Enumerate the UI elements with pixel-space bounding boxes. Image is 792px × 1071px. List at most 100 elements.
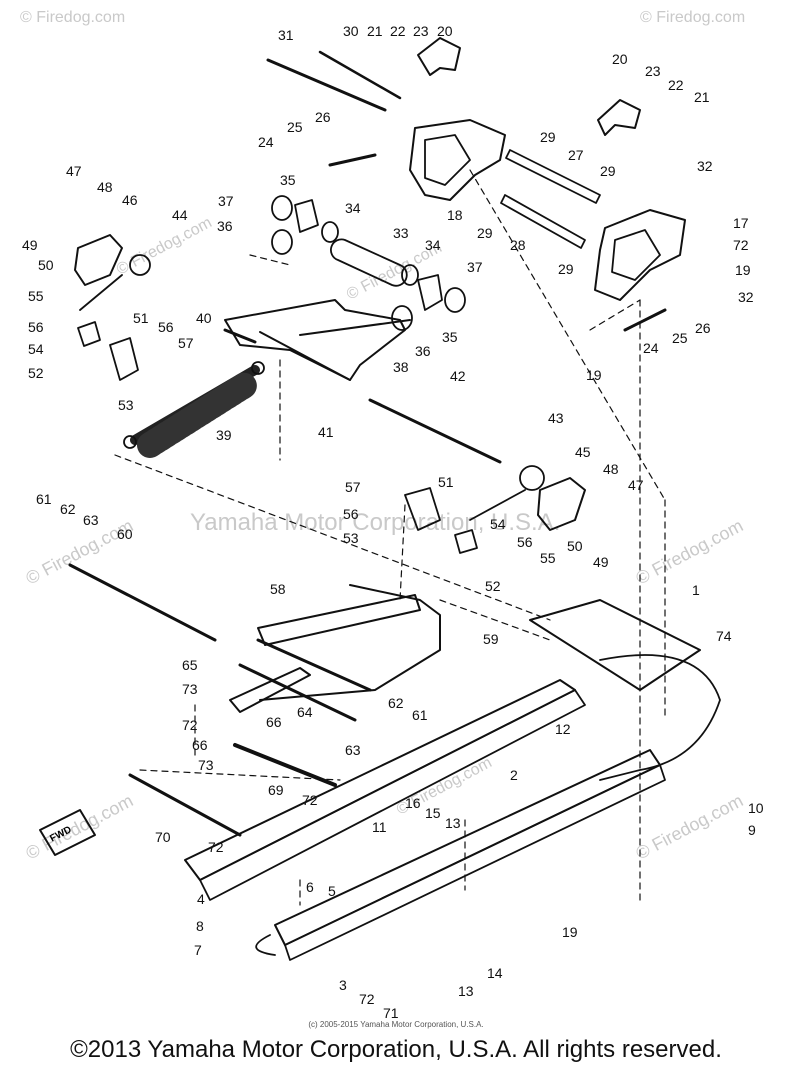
callout-68: 69 xyxy=(268,782,284,798)
callout-61-left: 61 xyxy=(36,491,52,507)
callout-41: 41 xyxy=(318,424,334,440)
skid-plate-1 xyxy=(529,599,701,691)
callout-51-left: 51 xyxy=(133,310,149,326)
callout-57-left: 57 xyxy=(178,335,194,351)
callout-21: 21 xyxy=(367,23,383,39)
copyright-notice: ©2013 Yamaha Motor Corporation, U.S.A. A… xyxy=(70,1036,722,1063)
callout-56-right2: 56 xyxy=(517,534,533,550)
watermark-bottom-right: © Firedog.com xyxy=(632,790,746,863)
fwd-arrow xyxy=(39,809,96,856)
callout-70-d: 72 xyxy=(359,991,375,1007)
block-54-right xyxy=(454,529,478,554)
arm-64 xyxy=(229,667,311,713)
callout-4: 4 xyxy=(197,891,205,907)
callout-28: 28 xyxy=(510,237,526,253)
bracket-17 xyxy=(594,209,686,301)
callout-19-bottom: 19 xyxy=(562,924,578,940)
callout-54-right: 54 xyxy=(490,516,506,532)
callout-50-right: 50 xyxy=(567,538,583,554)
callout-66-a: 66 xyxy=(266,714,282,730)
callout-42: 42 xyxy=(450,368,466,384)
callout-5: 5 xyxy=(328,883,336,899)
callout-23-right: 23 xyxy=(645,63,661,79)
callout-3: 3 xyxy=(339,977,347,993)
bushing-35b xyxy=(417,274,443,311)
callout-62-left: 62 xyxy=(60,501,76,517)
callout-56-mid: 56 xyxy=(158,319,174,335)
callout-37-b: 37 xyxy=(467,259,483,275)
callout-34-a: 34 xyxy=(345,200,361,216)
callout-58: 58 xyxy=(270,581,286,597)
callout-70-b: 72 xyxy=(302,792,318,808)
plate-46 xyxy=(74,234,123,286)
bracket-20-right xyxy=(597,99,641,136)
callout-69: 70 xyxy=(155,829,171,845)
callout-52-left: 52 xyxy=(28,365,44,381)
bracket-51-left xyxy=(109,337,139,381)
callout-32-right: 32 xyxy=(738,289,754,305)
callout-34-b: 34 xyxy=(425,237,441,253)
bushing-35a xyxy=(294,199,319,233)
callout-53-right: 53 xyxy=(343,530,359,546)
callout-50-left: 50 xyxy=(38,257,54,273)
plate-45 xyxy=(537,477,586,531)
exploded-parts-diagram: © Firedog.com © Firedog.com © Firedog.co… xyxy=(20,9,764,1021)
callout-36-a: 36 xyxy=(217,218,233,234)
callout-45: 45 xyxy=(575,444,591,460)
callout-25-top: 25 xyxy=(287,119,303,135)
callout-70-c: 72 xyxy=(208,839,224,855)
callout-36-b: 36 xyxy=(415,343,431,359)
callouts: 31 30 21 22 23 20 26 25 24 29 27 29 20 2… xyxy=(22,23,764,1021)
callout-26-top: 26 xyxy=(315,109,331,125)
callout-55-left: 55 xyxy=(28,288,44,304)
rod-31 xyxy=(266,58,387,112)
callout-56-right: 56 xyxy=(343,506,359,522)
callout-19-right: 19 xyxy=(735,262,751,278)
rod-69 xyxy=(128,773,242,837)
callout-44: 44 xyxy=(172,207,188,223)
callout-11: 11 xyxy=(372,819,387,835)
callout-32-top: 32 xyxy=(697,158,713,174)
callout-22-right: 22 xyxy=(668,77,684,93)
bushing-37b xyxy=(444,287,466,313)
callout-23: 23 xyxy=(413,23,429,39)
callout-52-right: 52 xyxy=(485,578,501,594)
callout-60: 60 xyxy=(117,526,133,542)
fine-print: (c) 2005-2015 Yamaha Motor Corporation, … xyxy=(308,1020,484,1029)
callout-30: 30 xyxy=(343,23,359,39)
callout-20-right: 20 xyxy=(612,51,628,67)
callout-31: 31 xyxy=(278,27,294,43)
callout-22: 22 xyxy=(390,23,406,39)
washer-34b xyxy=(401,264,419,286)
callout-27: 27 xyxy=(568,147,584,163)
callout-57-right: 57 xyxy=(345,479,361,495)
callout-47-right: 47 xyxy=(628,477,644,493)
callout-47-left: 47 xyxy=(66,163,82,179)
watermark-top-right: © Firedog.com xyxy=(640,9,745,26)
bolt-24-top xyxy=(328,153,377,167)
callout-13-bottom: 13 xyxy=(458,983,474,999)
callout-19-mid: 19 xyxy=(586,367,602,383)
callout-72: 72 xyxy=(733,237,749,253)
watermark-top-left: © Firedog.com xyxy=(20,9,125,26)
callout-59: 59 xyxy=(483,631,499,647)
callout-21-right: 21 xyxy=(694,89,710,105)
callout-73-a: 73 xyxy=(182,681,198,697)
bushing-37a xyxy=(271,195,293,221)
callout-2: 2 xyxy=(510,767,518,783)
spring-44 xyxy=(79,254,151,311)
callout-74: 74 xyxy=(716,628,732,644)
pin-40 xyxy=(223,328,257,344)
callout-26-right: 26 xyxy=(695,320,711,336)
callout-51-right: 51 xyxy=(438,474,454,490)
callout-10: 10 xyxy=(748,800,764,816)
callout-64: 64 xyxy=(297,704,313,720)
bracket-51-right xyxy=(404,487,441,531)
bushing-36a xyxy=(271,229,293,255)
callout-29-d: 29 xyxy=(558,261,574,277)
spring-43 xyxy=(469,465,545,521)
callout-25-right: 25 xyxy=(672,330,688,346)
callout-17: 17 xyxy=(733,215,749,231)
callout-12: 12 xyxy=(555,721,571,737)
callout-62-right: 62 xyxy=(388,695,404,711)
